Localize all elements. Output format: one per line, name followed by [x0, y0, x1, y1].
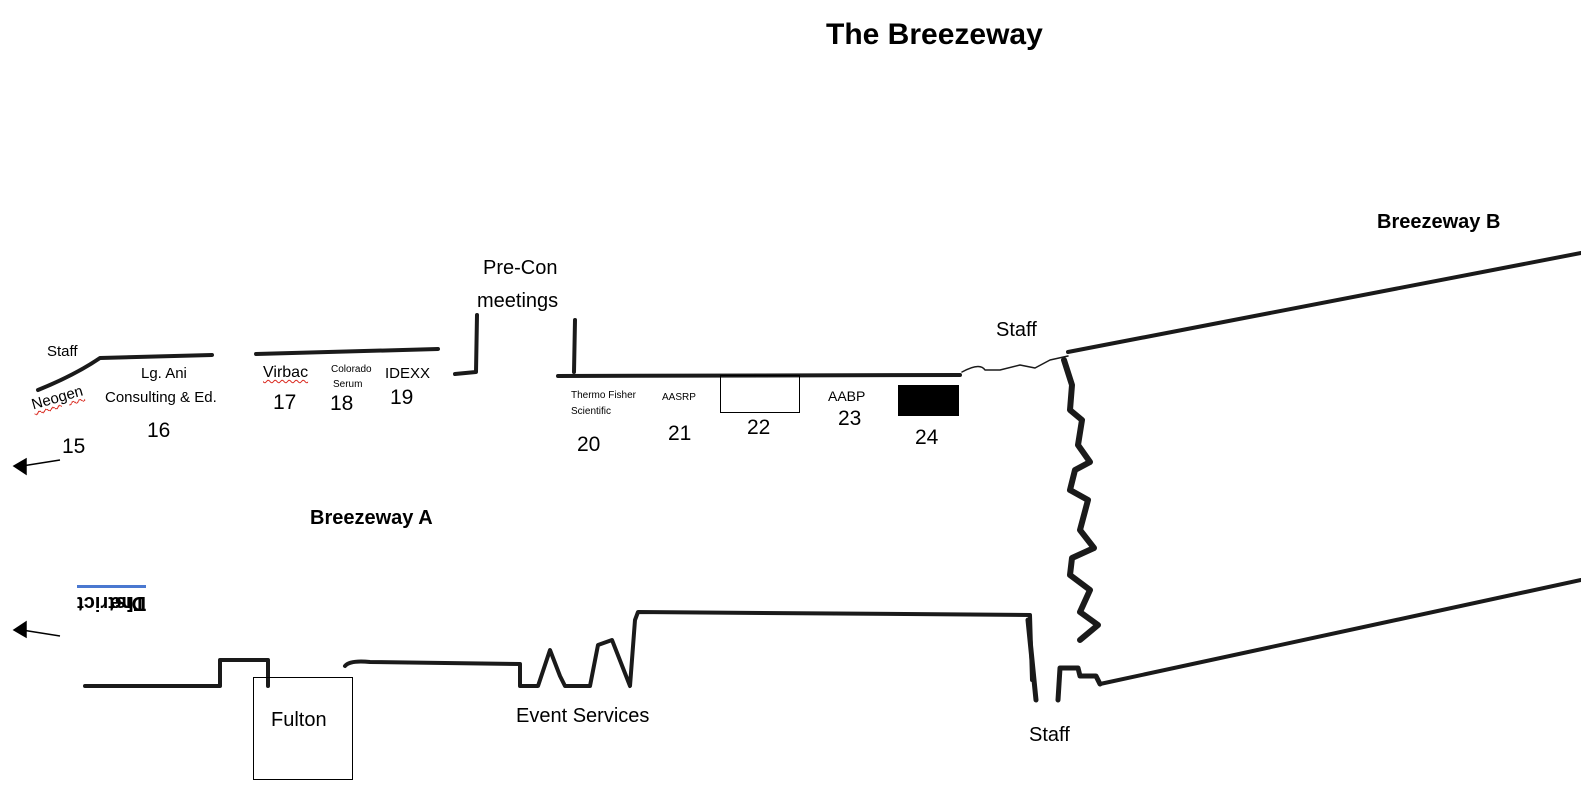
- booth-17-number: 17: [273, 391, 297, 414]
- booth-18-number: 18: [330, 392, 354, 415]
- booth-16-number: 16: [147, 419, 171, 442]
- booth-16-label-line1: Lg. Ani: [141, 365, 187, 382]
- label-the-district: The District: [26, 498, 146, 618]
- booth-20-number: 20: [577, 433, 601, 456]
- label-meetings: meetings: [477, 290, 559, 312]
- booth-18-label-line1: Colorado: [331, 364, 372, 375]
- booth-24-number: 24: [915, 426, 939, 449]
- arrow-line-upper: [21, 459, 61, 467]
- wall-staff-bottom-door: [1055, 665, 1103, 703]
- booth-24-box-filled: [898, 385, 959, 416]
- booth-17-label: Virbac: [263, 364, 309, 381]
- booth-23-number: 23: [838, 407, 862, 430]
- wall-breezeway-b-top: [1066, 251, 1581, 354]
- label-staff-top-left: Staff: [47, 343, 78, 360]
- booth-22-number: 22: [747, 416, 771, 439]
- wall-staff-connector: [961, 355, 1069, 373]
- booth-22-box: [720, 375, 800, 413]
- wall-breezeway-b-bottom: [1098, 578, 1581, 686]
- room-fulton: [253, 677, 353, 780]
- booth-21-number: 21: [668, 422, 692, 445]
- label-staff-top-right: Staff: [996, 319, 1037, 341]
- booth-20-label-line2: Scientific: [571, 406, 612, 417]
- wall-pre-con-left: [453, 313, 479, 376]
- booth-20-label-line1: Thermo Fisher: [571, 390, 637, 401]
- wall-upper-segment: [254, 347, 440, 356]
- arrow-head-upper: [12, 457, 27, 476]
- booth-16-label-line2: Consulting & Ed.: [105, 389, 217, 406]
- booth-23-label: AABP: [828, 388, 866, 404]
- arrow-head-lower: [12, 620, 27, 639]
- wall-bottom-right-post: [1025, 617, 1039, 703]
- wall-upper-left-curve: [36, 353, 214, 392]
- booth-19-label: IDEXX: [385, 365, 431, 382]
- wall-bottom-left: [83, 658, 270, 688]
- booth-15-number: 15: [62, 435, 86, 458]
- arrow-line-lower: [21, 629, 61, 637]
- wall-bottom-mid: [343, 610, 1034, 688]
- booth-18-label-line2: Serum: [333, 379, 363, 390]
- label-fulton: Fulton: [271, 709, 327, 731]
- label-district: District: [77, 585, 146, 618]
- label-breezeway-a: Breezeway A: [310, 507, 433, 529]
- map-title: The Breezeway: [826, 18, 1043, 51]
- label-event-services: Event Services: [516, 705, 650, 727]
- label-pre-con: Pre-Con: [483, 257, 558, 279]
- label-breezeway-b: Breezeway B: [1377, 211, 1501, 233]
- wall-zigzag-divider: [1061, 357, 1101, 643]
- booth-19-number: 19: [390, 386, 414, 409]
- label-staff-bottom: Staff: [1029, 724, 1070, 746]
- wall-pre-con-right: [572, 318, 577, 374]
- booth-21-label: AASRP: [662, 392, 696, 403]
